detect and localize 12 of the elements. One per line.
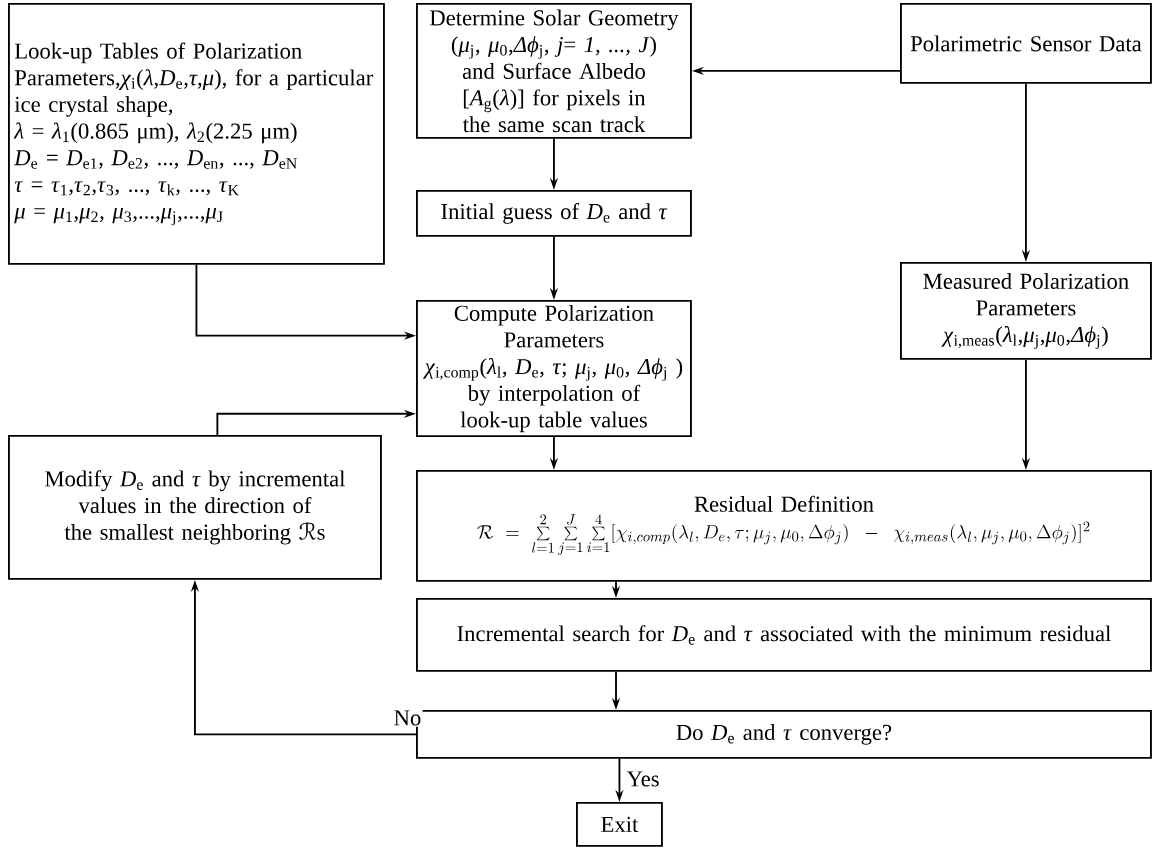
table-box: Look-up Tables of Polarization Parameters,χ$_{i}$(λ,D$_{e}$,τ,μ), for a particular ice crystal shape, λ = λ$_{1}$(0.865 μm), λ$_{2}$(2.25 μm) D$_{e}$ = D$_{e1}$, D$_{e2}$, ..., D$_{en}$, ..., D$_{eN}$ τ = τ$_{1}$,τ$_{2}$,τ$_{3}$, ..., τ$_{k}$, ..., τ$_{K}$ μ = μ$_{1}$,μ$_{2}$, μ$_{3}$,...,μ$_{j}$,...,μ$_{J}$ xyxy=(8,3,385,265)
process-box: Initial guess of D$_{e}$ and τ xyxy=(416,190,692,237)
process-box: Modify D$_{e}$ and τ by incremental values in the direction of the smallest neighboring ℛs xyxy=(8,435,382,580)
edge-label: No xyxy=(392,709,423,727)
process-box: Measured Polarization Parameters χ$_{i,meas}$(λ$_{l}$,μ$_{j}$,μ$_{0}$,Δϕ$_{j}$) xyxy=(900,262,1152,360)
input-box: Polarimetric Sensor Data xyxy=(900,3,1152,84)
process-box: Compute Polarization Parameters χ$_{i,comp}$(λ$_{l}$, D$_{e}$, τ; μ$_{j}$, μ$_{0}$, Δϕ$_{j}$ ) by interpolation of look-up table values xyxy=(416,300,692,438)
process-box: Incremental search for D$_{e}$ and τ associated with the minimum residual xyxy=(416,598,1152,672)
exit-box: Exit xyxy=(576,802,663,847)
process-box: Residual Definition $\mathcal{R}=\sum\limits_{l=1}^{2}\sum\limits_{j=1}^{J}\sum\limits_{i=1}^{4}[\chi_{i,comp}(\lambda_l,D_e,\tau;\mu_j,\mu_0,\Delta\phi_j)\ -\ \chi_{i,meas}(\lambda_l,\mu_j,\mu_0,\Delta\phi_j)]^2$ xyxy=(416,470,1152,582)
edge-label: Yes xyxy=(625,770,661,788)
process-box: Determine Solar Geometry (μ$_{j}$, μ$_{0}$,Δϕ$_{j}$, j= 1, ..., J) and Surface Albedo [A$_{g}$(λ)] for pixels in the same scan track xyxy=(416,3,692,139)
